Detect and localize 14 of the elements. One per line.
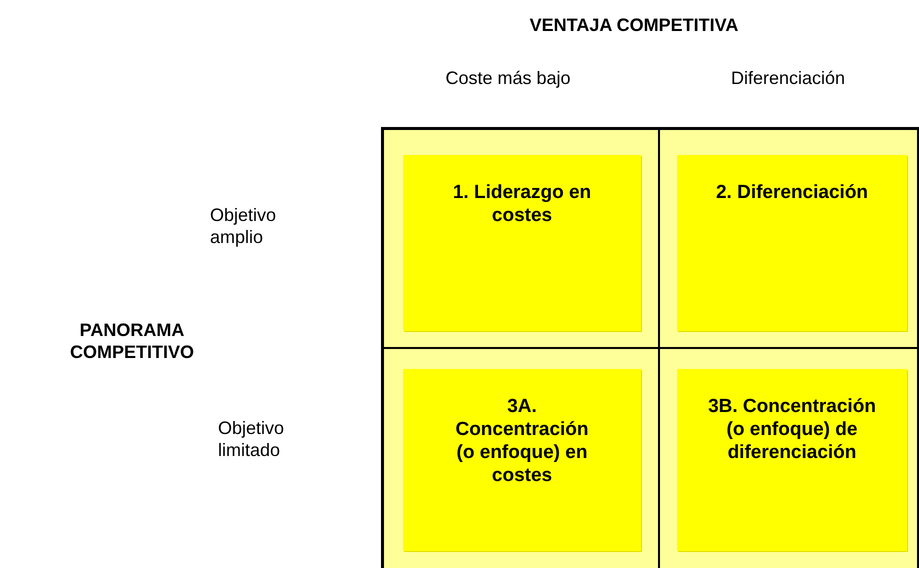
strategy-label: 2. Diferenciación [714,181,870,204]
strategy-box [677,155,907,331]
column-heading: Diferenciación [730,67,846,89]
strategy-label: 3A. Concentración (o enfoque) en costes [454,395,590,487]
row-heading: Objetivo amplio [210,204,278,248]
column-heading: Coste más bajo [444,67,572,89]
strategy-box [677,369,907,551]
axis-title: VENTAJA COMPETITIVA [528,14,740,36]
strategy-box [403,155,641,331]
strategy-box [403,369,641,551]
strategy-label: 1. Liderazgo en costes [452,181,592,227]
strategy-label: 3B. Concentración (o enfoque) de diferenciación [707,395,877,464]
row-heading: Objetivo limitado [218,417,286,461]
axis-title: PANORAMA COMPETITIVO [68,319,195,363]
